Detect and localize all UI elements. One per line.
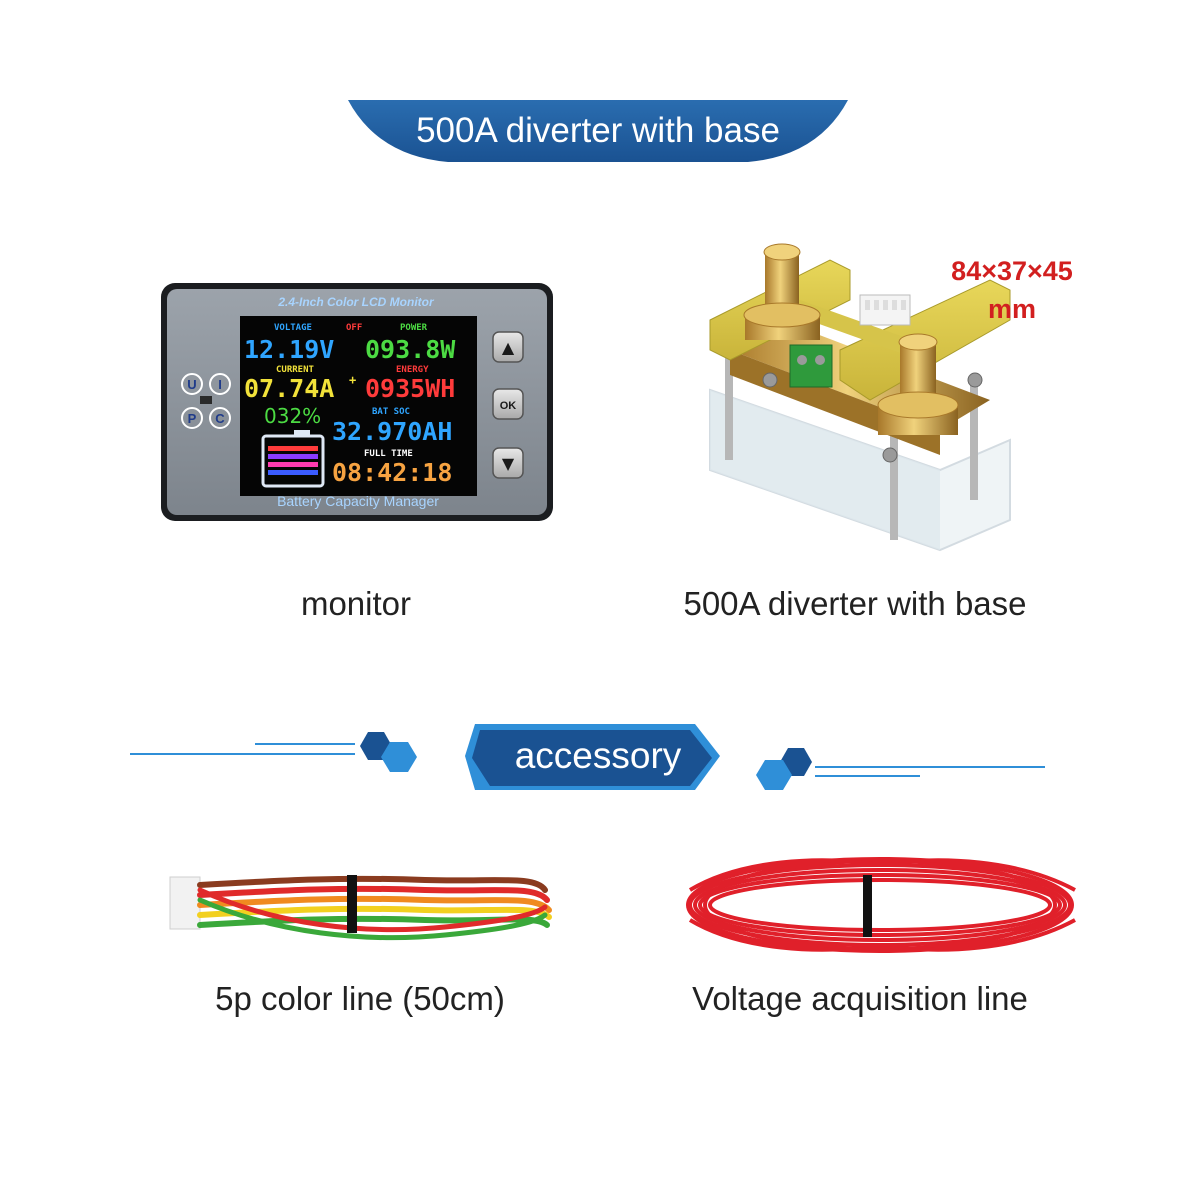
key-u: U — [187, 377, 196, 392]
time-value: 08:42:18 — [332, 458, 452, 487]
battery-key-icon — [200, 396, 212, 404]
banner-shape — [348, 100, 848, 162]
accessory-badge — [472, 730, 712, 786]
cable-tie — [347, 875, 357, 933]
caption-diverter: 500A diverter with base — [683, 585, 1027, 622]
top-banner: 500A diverter with base — [348, 100, 848, 166]
dimension-label: 84×37×45 mm — [922, 252, 1102, 328]
key-p: P — [188, 411, 197, 426]
full-time-label: FULL TIME — [364, 449, 413, 459]
cable-tie — [863, 875, 872, 937]
voltage-label: VOLTAGE — [274, 323, 312, 333]
current-sign: + — [349, 373, 356, 387]
hexagon-icon — [381, 742, 417, 772]
color-line-image — [165, 855, 555, 950]
monitor-buttons: ▲ OK ▼ — [492, 331, 524, 479]
off-label: OFF — [346, 323, 362, 333]
lcd-content: VOLTAGE OFF POWER 12.19V 093.8W CURRENT … — [244, 323, 456, 488]
caption-color-line: 5p color line (50cm) — [215, 980, 505, 1017]
monitor-header: 2.4-Inch Color LCD Monitor — [277, 295, 435, 309]
up-arrow-icon: ▲ — [502, 338, 515, 357]
key-i: I — [218, 377, 222, 392]
monitor-device: 2.4-Inch Color LCD Monitor U I P C VOLTA… — [160, 282, 554, 522]
caption-voltage-line: Voltage acquisition line — [692, 980, 1028, 1017]
capacity-value: 32.970AH — [332, 417, 452, 446]
energy-label: ENERGY — [396, 365, 429, 375]
current-label: CURRENT — [276, 365, 315, 375]
down-arrow-icon: ▼ — [502, 454, 515, 473]
accessory-divider: accessory — [120, 712, 1080, 802]
energy-value: 0935WH — [365, 374, 455, 403]
diverter-image — [690, 240, 1020, 560]
up-button[interactable] — [492, 331, 524, 363]
caption-monitor: monitor — [300, 585, 412, 622]
bat-soc-label: BAT SOC — [372, 407, 410, 417]
voltage-line-image — [680, 850, 1085, 960]
monitor-footer: Battery Capacity Manager — [277, 493, 439, 509]
down-button[interactable] — [492, 447, 524, 479]
voltage-value: 12.19V — [244, 335, 334, 364]
ok-label: OK — [500, 400, 517, 412]
percent-value: 032% — [264, 404, 321, 428]
side-keys: U I P C — [181, 373, 231, 429]
power-value: 093.8W — [365, 335, 456, 364]
key-c: C — [215, 411, 225, 426]
ok-button[interactable] — [492, 388, 524, 420]
hexagon-icon — [756, 760, 792, 790]
current-value: 07.74A — [244, 374, 334, 403]
dimension-line-2: mm — [987, 294, 1036, 324]
power-label: POWER — [400, 323, 428, 333]
accessory-label: accessory — [514, 735, 682, 776]
banner-title: 500A diverter with base — [416, 111, 780, 150]
battery-icon — [261, 430, 325, 488]
dimension-line-1: 84×37×45 — [951, 256, 1073, 286]
